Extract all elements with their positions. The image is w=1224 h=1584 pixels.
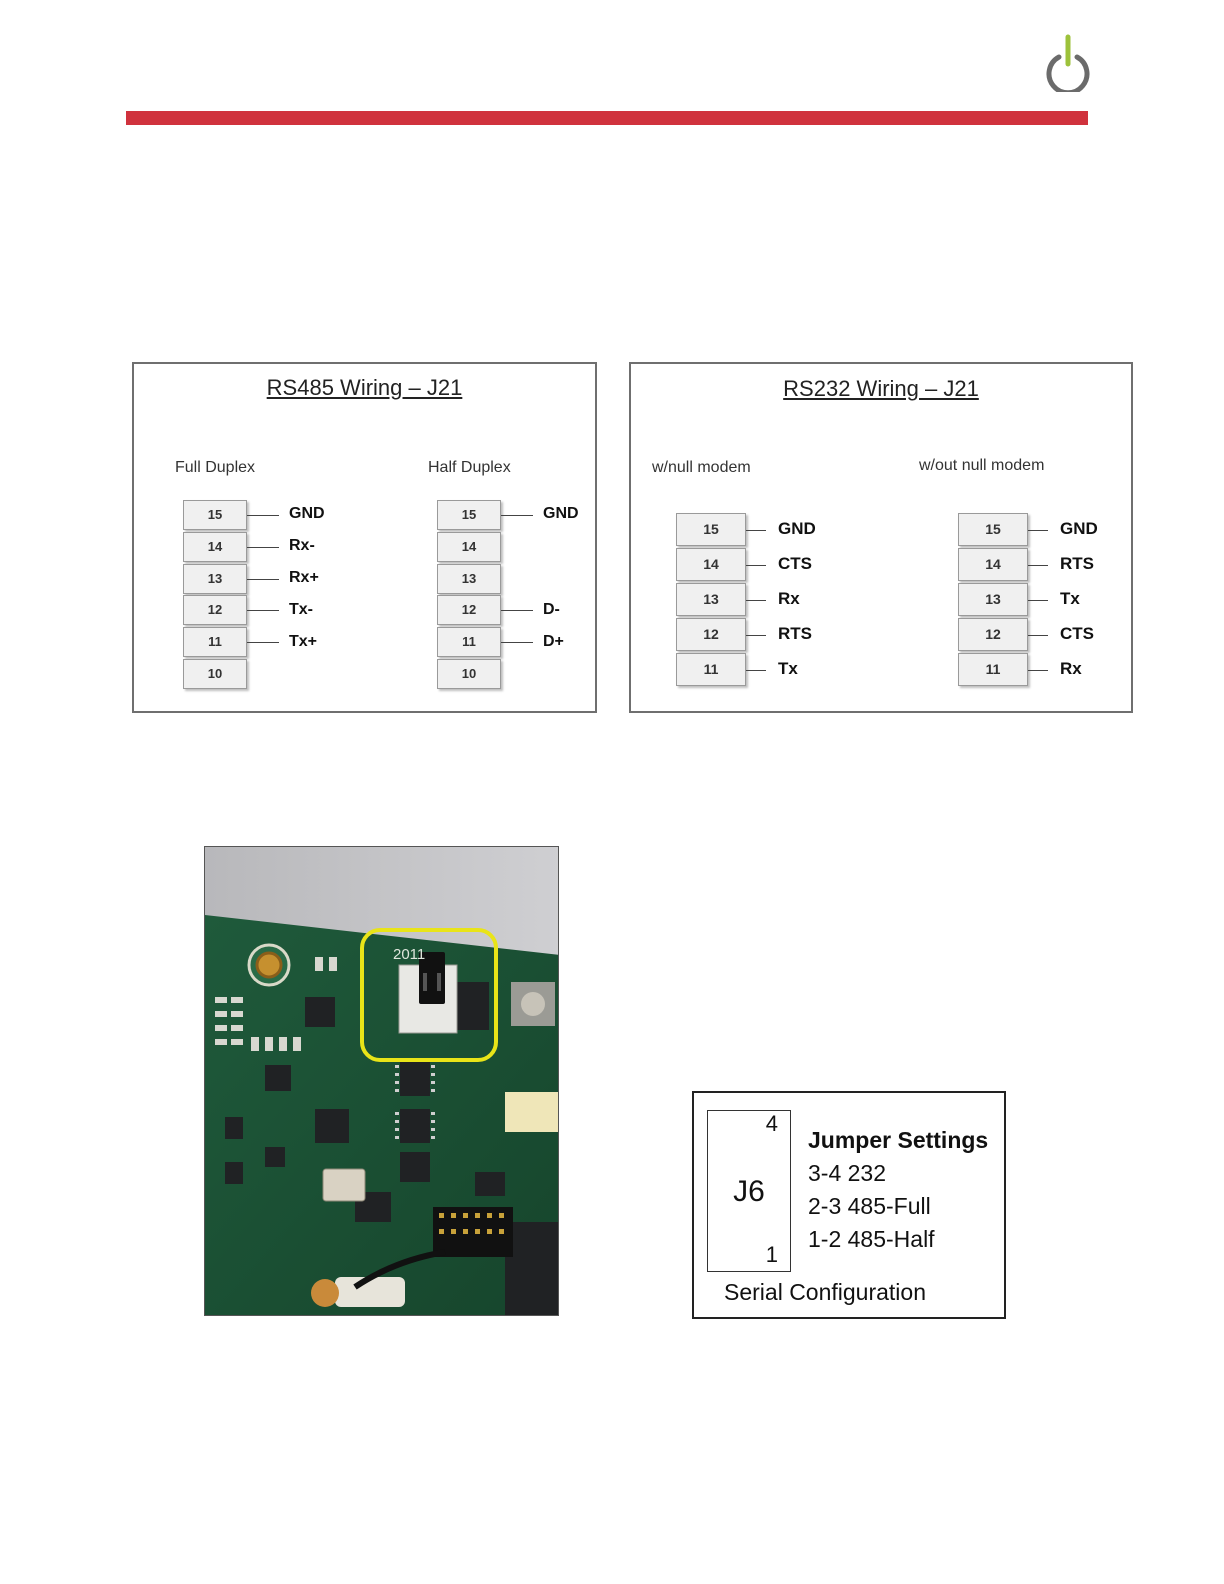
pin-wire xyxy=(247,546,279,548)
pin-12: 12 xyxy=(437,595,501,626)
pin-wire xyxy=(247,578,279,580)
rs485-title: RS485 Wiring – J21 xyxy=(266,375,463,400)
pin-wire xyxy=(1028,634,1048,636)
jumper-setting-485-full: 2-3 485-Full xyxy=(808,1193,931,1219)
j6-connector: 4 J6 1 xyxy=(707,1110,791,1272)
pin-14: 14 xyxy=(437,531,501,562)
pin-signal-label: Tx- xyxy=(289,600,313,618)
pin-wire xyxy=(1028,564,1048,566)
pin-signal-label: GND xyxy=(543,505,579,523)
pin-15: 15 xyxy=(437,500,501,530)
j6-pin-top: 4 xyxy=(765,1111,778,1136)
pin-wire xyxy=(746,669,766,671)
pin-signal-label: Rx+ xyxy=(289,569,319,586)
pin-signal-label: GND xyxy=(289,505,325,523)
pin-15: 15 xyxy=(676,513,746,546)
rs232-wiring-panel: RS232 Wiring – J21 w/null modem w/out nu… xyxy=(629,362,1133,713)
pin-13: 13 xyxy=(958,583,1028,616)
pin-12: 12 xyxy=(676,618,746,651)
pin-wire xyxy=(746,529,766,531)
power-icon xyxy=(1046,34,1090,92)
pin-11: 11 xyxy=(676,653,746,686)
pin-signal-label: GND xyxy=(1060,519,1098,539)
pin-wire xyxy=(1028,599,1048,601)
pin-signal-label: CTS xyxy=(778,554,812,574)
pin-signal-label: Tx xyxy=(1060,589,1080,609)
pin-signal-label: GND xyxy=(778,519,816,539)
pin-wire xyxy=(501,610,533,612)
pin-signal-label: RTS xyxy=(778,624,812,644)
header-divider-bar xyxy=(126,111,1088,125)
full-duplex-label: Full Duplex xyxy=(175,459,256,476)
j6-highlight-box xyxy=(360,928,498,1062)
jumper-settings-title: Jumper Settings xyxy=(808,1127,989,1153)
serial-configuration-caption: Serial Configuration xyxy=(724,1279,927,1305)
circuit-board-photo: 2011 xyxy=(204,846,559,1316)
pin-signal-label: Rx xyxy=(778,589,800,609)
half-duplex-label: Half Duplex xyxy=(428,459,511,476)
pin-wire xyxy=(247,610,279,612)
pin-wire xyxy=(1028,529,1048,531)
no-null-modem-label: w/out null modem xyxy=(919,457,1045,474)
rs485-wiring-panel: RS485 Wiring – J21 Full Duplex Half Dupl… xyxy=(132,362,597,713)
pin-signal-label: D- xyxy=(543,600,560,618)
pin-15: 15 xyxy=(183,500,247,530)
pin-signal-label: Tx xyxy=(778,659,798,679)
pin-signal-label: D+ xyxy=(543,632,564,650)
pin-signal-label: RTS xyxy=(1060,554,1094,574)
pin-wire xyxy=(247,515,279,516)
pin-11: 11 xyxy=(958,653,1028,686)
pin-signal-label: CTS xyxy=(1060,624,1094,644)
pin-wire xyxy=(746,634,766,636)
pin-13: 13 xyxy=(676,583,746,616)
pin-10: 10 xyxy=(183,659,247,689)
pin-11: 11 xyxy=(437,627,501,658)
pin-14: 14 xyxy=(183,531,247,562)
pin-wire xyxy=(746,564,766,566)
pin-signal-label: Rx- xyxy=(289,537,315,555)
rs232-title: RS232 Wiring – J21 xyxy=(783,376,979,401)
pin-13: 13 xyxy=(183,563,247,594)
pin-13: 13 xyxy=(437,563,501,594)
jumper-setting-232: 3-4 232 xyxy=(808,1160,887,1186)
null-modem-label: w/null modem xyxy=(652,459,751,476)
j6-label: J6 xyxy=(733,1175,765,1208)
pin-wire xyxy=(746,599,766,601)
circuit-board-illustration: 2011 xyxy=(205,847,558,1315)
pin-14: 14 xyxy=(958,548,1028,581)
jumper-settings-diagram: 4 J6 1 Jumper Settings 3-4 232 2-3 485-F… xyxy=(692,1091,1006,1319)
pin-15: 15 xyxy=(958,513,1028,546)
pin-wire xyxy=(501,642,533,644)
jumper-setting-485-half: 1-2 485-Half xyxy=(808,1226,935,1252)
pin-signal-label: Tx+ xyxy=(289,632,318,650)
pin-11: 11 xyxy=(183,627,247,658)
pin-10: 10 xyxy=(437,659,501,689)
pin-wire xyxy=(1028,669,1048,671)
pin-signal-label: Rx xyxy=(1060,659,1082,679)
j6-pin-bottom: 1 xyxy=(765,1242,778,1267)
pin-wire xyxy=(501,515,533,516)
pin-12: 12 xyxy=(958,618,1028,651)
pin-14: 14 xyxy=(676,548,746,581)
board-silkscreen-text: 2011 xyxy=(393,946,425,963)
pin-wire xyxy=(247,642,279,644)
pin-12: 12 xyxy=(183,595,247,626)
